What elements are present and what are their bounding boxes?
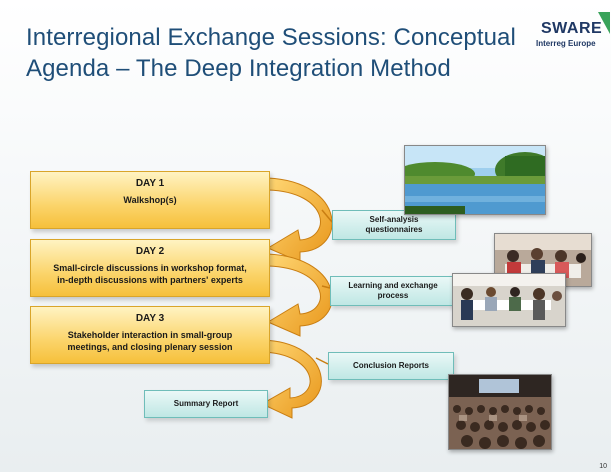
day-3-text-line-1: Stakeholder interaction in small-group (67, 330, 233, 340)
day-3-text: Stakeholder interaction in small-group m… (31, 329, 269, 353)
day-1-box: DAY 1 Walkshop(s) (30, 171, 270, 229)
output-2-line-2: process (377, 291, 409, 300)
slide-title-line-2: Agenda – The Deep Integration Method (26, 55, 451, 82)
output-self-analysis-questionnaires: Self-analysis questionnaires (332, 210, 456, 240)
day-2-title: DAY 2 (135, 246, 165, 257)
output-2-line-1: Learning and exchange (348, 281, 438, 290)
day-1-text-line-1: Walkshop(s) (123, 195, 177, 205)
day-2-box: DAY 2 Small-circle discussions in worksh… (30, 239, 270, 297)
arrow-day2-to-day3 (266, 253, 333, 337)
river-landscape-photo (404, 145, 546, 215)
output-1-line-2: questionnaires (365, 225, 423, 234)
day-3-title: DAY 3 (135, 313, 165, 324)
slide-title: Interregional Exchange Sessions: Concept… (26, 22, 526, 84)
plenary-photo (448, 374, 552, 450)
day-2-text-line-1: Small-circle discussions in workshop for… (53, 263, 247, 273)
arrow-day1-to-day2 (266, 177, 333, 263)
workshop-photo (452, 273, 566, 327)
day-2-text-line-2: in-depth discussions with partners' expe… (57, 275, 243, 285)
arrow-day3-to-summary (260, 339, 322, 419)
output-3-line-1: Conclusion Reports (352, 361, 429, 370)
day-2-text: Small-circle discussions in workshop for… (31, 262, 269, 286)
day-1-title: DAY 1 (135, 178, 165, 189)
logo-mark-icon (598, 12, 610, 34)
day-3-text-line-2: meetings, and closing plenary session (67, 342, 233, 352)
page-number: 10 (599, 463, 607, 470)
slide-title-line-1: Interregional Exchange Sessions: Concept… (26, 24, 516, 51)
output-learning-exchange-process: Learning and exchange process (330, 276, 456, 306)
day-3-box: DAY 3 Stakeholder interaction in small-g… (30, 306, 270, 364)
logo-sub-text: Interreg Europe (536, 39, 596, 48)
sware-logo: SWARE Interreg Europe (528, 12, 610, 56)
output-4-line-1: Summary Report (173, 399, 239, 408)
output-1-line-1: Self-analysis (369, 215, 419, 224)
output-conclusion-reports: Conclusion Reports (328, 352, 454, 380)
output-summary-report: Summary Report (144, 390, 268, 418)
logo-main-text: SWARE (541, 20, 603, 37)
day-1-text: Walkshop(s) (31, 194, 269, 206)
